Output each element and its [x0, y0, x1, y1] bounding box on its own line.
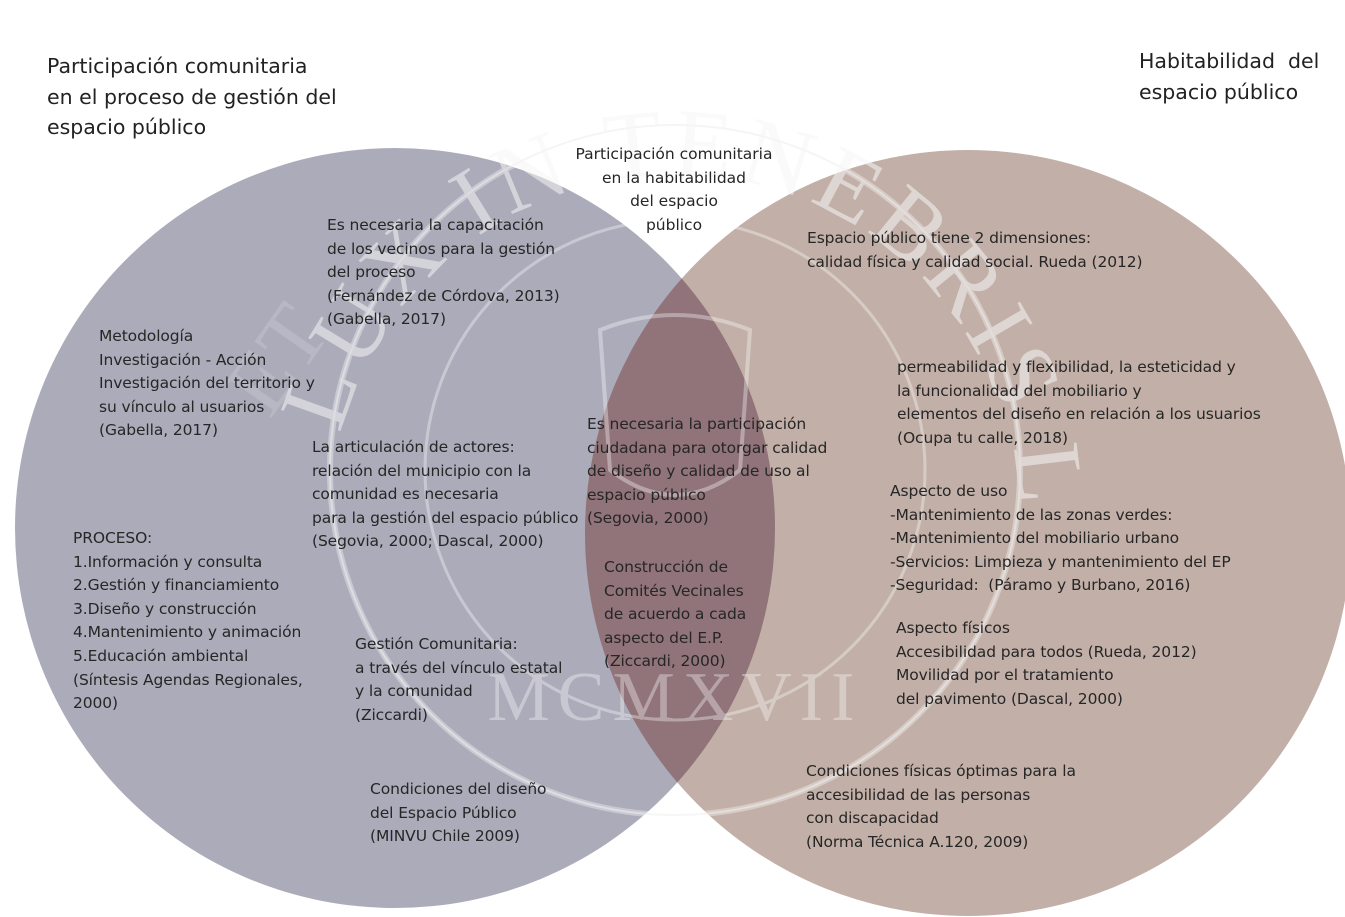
right-circle: [585, 150, 1345, 916]
metodologia-note: Metodología Investigación - Acción Inves…: [99, 327, 315, 440]
left-heading: Participación comunitaria en el proceso …: [47, 54, 337, 139]
gestion-comunitaria-note: Gestión Comunitaria: a través del víncul…: [355, 635, 563, 724]
condiciones-fisicas-note: Condiciones físicas óptimas para la acce…: [806, 762, 1076, 851]
participacion-ciudadana-note: Es necesaria la participación ciudadana …: [587, 415, 828, 528]
articulacion-note: La articulación de actores: relación del…: [312, 438, 579, 551]
proceso-list: PROCESO: 1.Información y consulta 2.Gest…: [73, 529, 303, 713]
condiciones-diseno-note: Condiciones del diseño del Espacio Públi…: [370, 780, 547, 846]
intersection-heading: Participación comunitaria en la habitabi…: [575, 145, 773, 234]
aspecto-uso-list: Aspecto de uso -Mantenimiento de las zon…: [890, 482, 1231, 595]
capacitacion-note: Es necesaria la capacitación de los veci…: [327, 216, 560, 329]
aspecto-fisicos-list: Aspecto físicos Accesibilidad para todos…: [896, 619, 1197, 708]
left-circle: [15, 148, 775, 908]
comites-vecinales-note: Construcción de Comités Vecinales de acu…: [604, 558, 747, 671]
dimensiones-note: Espacio público tiene 2 dimensiones: cal…: [807, 229, 1143, 271]
svg-text:MCMXVII: MCMXVII: [488, 659, 863, 736]
permeabilidad-note: permeabilidad y flexibilidad, la estetic…: [897, 358, 1261, 447]
right-heading: Habitabilidad del espacio público: [1139, 49, 1320, 104]
